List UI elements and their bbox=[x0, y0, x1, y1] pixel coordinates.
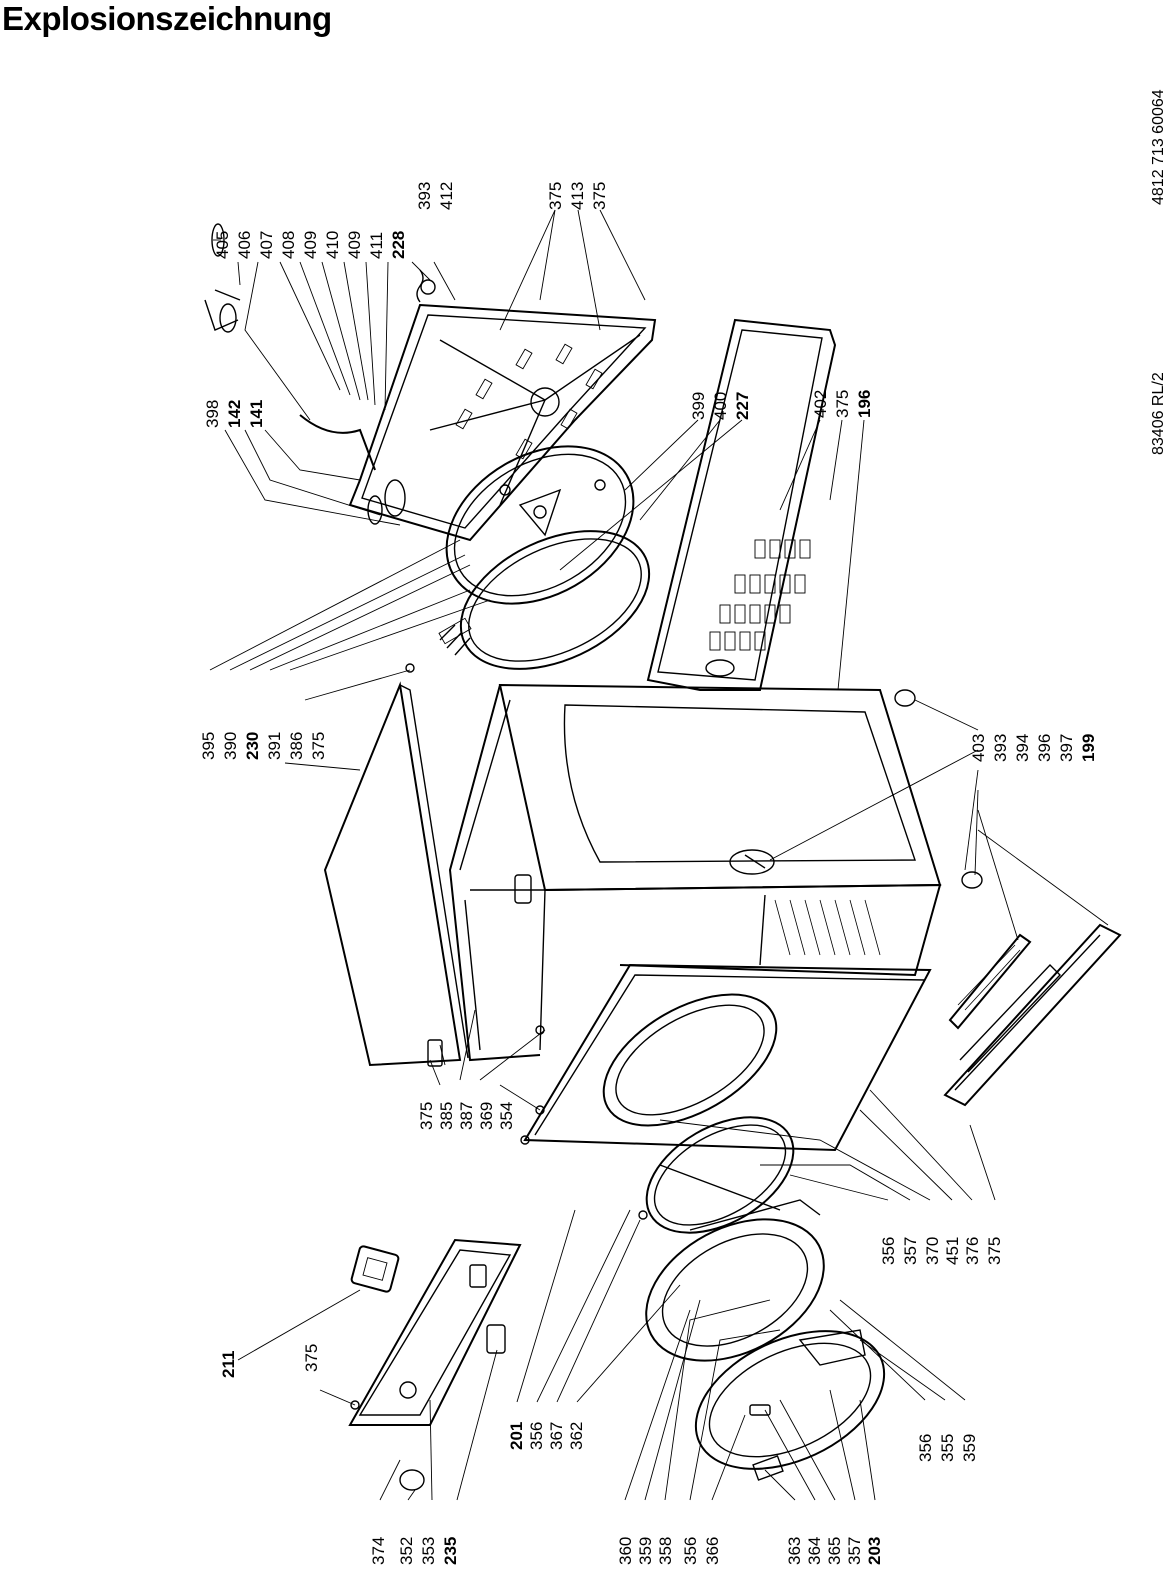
label-409b: 409 bbox=[345, 231, 364, 259]
label-366: 366 bbox=[703, 1537, 722, 1565]
label-355: 355 bbox=[938, 1434, 957, 1462]
label-356-b: 356 bbox=[879, 1237, 898, 1265]
label-408: 408 bbox=[279, 231, 298, 259]
label-356-c: 356 bbox=[916, 1434, 935, 1462]
label-406: 406 bbox=[235, 231, 254, 259]
label-362: 362 bbox=[567, 1422, 586, 1450]
label-402: 402 bbox=[811, 390, 830, 418]
label-352: 352 bbox=[397, 1537, 416, 1565]
top-cover bbox=[323, 663, 469, 1067]
label-201: 201 bbox=[507, 1422, 526, 1450]
label-356-d: 356 bbox=[681, 1537, 700, 1565]
label-211: 211 bbox=[219, 1351, 238, 1378]
document-code-left: 83406 RL/2 bbox=[1150, 372, 1167, 455]
label-370: 370 bbox=[923, 1237, 942, 1265]
label-411: 411 bbox=[367, 232, 386, 259]
label-451: 451 bbox=[943, 1237, 962, 1265]
label-354: 354 bbox=[497, 1102, 516, 1130]
label-394: 394 bbox=[1013, 734, 1032, 762]
label-412: 412 bbox=[437, 182, 456, 210]
side-panel-402 bbox=[646, 318, 837, 691]
label-141: 141 bbox=[247, 400, 266, 428]
label-409: 409 bbox=[301, 231, 320, 259]
label-357-a: 357 bbox=[901, 1237, 920, 1265]
label-375-e: 375 bbox=[417, 1102, 436, 1130]
label-398: 398 bbox=[203, 400, 222, 428]
small-clips bbox=[420, 279, 983, 1220]
label-391: 391 bbox=[265, 732, 284, 760]
label-386: 386 bbox=[287, 732, 306, 760]
label-395: 395 bbox=[199, 732, 218, 760]
label-363: 363 bbox=[785, 1537, 804, 1565]
drum-back-heater bbox=[438, 445, 651, 670]
label-374: 374 bbox=[369, 1537, 388, 1565]
label-353: 353 bbox=[419, 1537, 438, 1565]
label-359-a: 359 bbox=[960, 1434, 979, 1462]
label-196: 196 bbox=[855, 390, 874, 418]
label-403: 403 bbox=[969, 734, 988, 762]
cabinet bbox=[448, 683, 942, 1062]
label-375-c: 375 bbox=[833, 390, 852, 418]
label-407: 407 bbox=[257, 231, 276, 259]
label-413: 413 bbox=[568, 182, 587, 210]
label-364: 364 bbox=[805, 1537, 824, 1565]
part-labels: 405 406 407 408 409 410 409 411 228 393 … bbox=[199, 182, 1098, 1565]
bearing-parts bbox=[204, 223, 424, 525]
rear-panel-assembly bbox=[348, 303, 657, 542]
label-376: 376 bbox=[963, 1237, 982, 1265]
label-203: 203 bbox=[865, 1537, 884, 1565]
label-375-d: 375 bbox=[309, 732, 328, 760]
label-397: 397 bbox=[1057, 734, 1076, 762]
label-393-top: 393 bbox=[415, 182, 434, 210]
control-panel bbox=[348, 1238, 522, 1491]
label-375-a: 375 bbox=[546, 182, 565, 210]
front-panel bbox=[520, 963, 932, 1152]
label-367: 367 bbox=[547, 1422, 566, 1450]
plinth bbox=[943, 923, 1122, 1107]
label-228: 228 bbox=[389, 231, 408, 259]
document-code-right: 4812 713 60064 bbox=[1150, 89, 1167, 205]
label-375-b: 375 bbox=[590, 182, 609, 210]
label-400: 400 bbox=[711, 392, 730, 420]
label-359-b: 359 bbox=[636, 1537, 655, 1565]
label-356-a: 356 bbox=[527, 1422, 546, 1450]
label-375-g: 375 bbox=[985, 1237, 1004, 1265]
label-390: 390 bbox=[221, 732, 240, 760]
leader-lines bbox=[209, 209, 1109, 1501]
label-357-b: 357 bbox=[845, 1537, 864, 1565]
door-seal bbox=[645, 1116, 795, 1234]
label-387: 387 bbox=[457, 1102, 476, 1130]
label-142: 142 bbox=[225, 400, 244, 428]
page-title: Explosionszeichnung bbox=[2, 0, 332, 37]
label-235: 235 bbox=[441, 1537, 460, 1565]
label-360: 360 bbox=[616, 1537, 635, 1565]
label-393: 393 bbox=[991, 734, 1010, 762]
label-365: 365 bbox=[825, 1537, 844, 1565]
label-199: 199 bbox=[1079, 734, 1098, 762]
label-358: 358 bbox=[656, 1537, 675, 1565]
label-227: 227 bbox=[733, 392, 752, 420]
label-385: 385 bbox=[437, 1102, 456, 1130]
label-396: 396 bbox=[1035, 734, 1054, 762]
label-230: 230 bbox=[243, 732, 262, 760]
label-369: 369 bbox=[477, 1102, 496, 1130]
door-inner-frame bbox=[645, 1199, 825, 1362]
label-375-f: 375 bbox=[302, 1344, 321, 1372]
label-399: 399 bbox=[689, 392, 708, 420]
label-405: 405 bbox=[213, 231, 232, 259]
label-410: 410 bbox=[323, 231, 342, 259]
